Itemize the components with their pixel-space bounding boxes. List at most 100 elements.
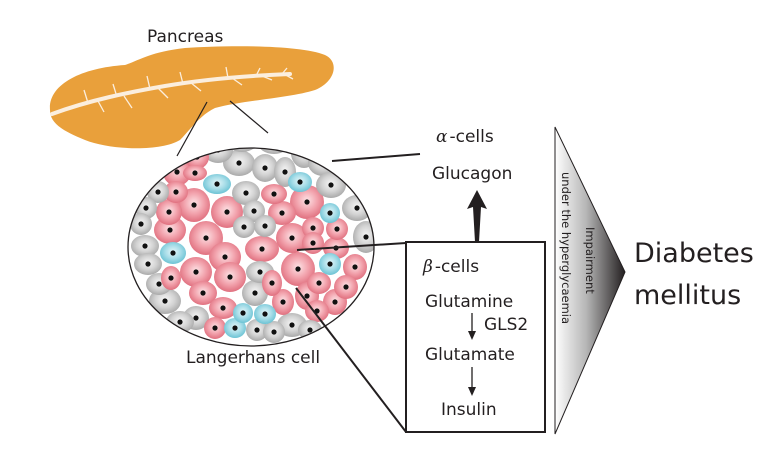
cell-body (308, 150, 338, 176)
cell-nucleus (262, 223, 268, 229)
cell-nucleus (252, 290, 258, 296)
beta-cell (276, 223, 308, 253)
alpha-cell (342, 195, 372, 221)
cell-nucleus (332, 299, 338, 305)
cell-nucleus (192, 170, 198, 176)
alpha-cell (316, 172, 346, 198)
pancreas-label: Pancreas (147, 27, 224, 47)
cell-nucleus (304, 199, 310, 205)
duct-branch (283, 73, 294, 80)
duct-branch (146, 75, 151, 90)
beta-pointer-bottom (295, 287, 407, 433)
cell-nucleus (254, 327, 260, 333)
cell-nucleus (262, 311, 268, 317)
cell-nucleus (155, 189, 161, 195)
cell-nucleus (143, 205, 149, 211)
alpha-cell (258, 140, 290, 154)
duct-branches (83, 66, 294, 113)
arrow-down-icon (468, 313, 476, 340)
cell-nucleus (297, 179, 303, 185)
outcome-mellitus: mellitus (634, 280, 741, 311)
cell-nucleus (156, 281, 162, 287)
cell-nucleus (166, 209, 172, 215)
cell-nucleus (271, 140, 276, 145)
duct-branch (97, 100, 105, 113)
alpha-cell (252, 154, 278, 182)
alpha-cell (130, 213, 152, 235)
beta-suffix: -cells (435, 257, 479, 277)
beta-cell (307, 272, 331, 294)
cell-nucleus (301, 150, 307, 156)
beta-cell (272, 289, 294, 315)
beta-symbol: β (422, 257, 433, 277)
duct-branch (157, 87, 169, 99)
cell-nucleus (310, 225, 316, 231)
glucagon-label: Glucagon (432, 164, 512, 184)
beta-cells-label: β-cells (422, 257, 479, 277)
duct-branch (123, 95, 133, 109)
beta-cell (302, 232, 324, 254)
alpha-cell (233, 216, 255, 238)
cell-nucleus (289, 322, 295, 328)
delta-cell (160, 242, 186, 264)
cell-nucleus (138, 221, 144, 227)
beta-cell (161, 266, 181, 290)
cell-nucleus (259, 246, 265, 252)
beta-cell (245, 236, 279, 262)
beta-cell (214, 262, 246, 292)
cell-nucleus (220, 305, 226, 311)
cell-nucleus (170, 250, 176, 256)
beta-cell (261, 184, 287, 204)
beta-cell (343, 254, 367, 280)
cell-nucleus (295, 266, 301, 272)
duct-branch (179, 71, 184, 85)
alpha-cell (353, 221, 374, 253)
duct-branch (281, 67, 288, 75)
cell-nucleus (232, 325, 238, 331)
cell-nucleus (262, 165, 268, 171)
islet-outline (127, 147, 375, 347)
beta-box-frame (405, 241, 546, 433)
delta-cell (319, 253, 341, 275)
cell-nucleus (327, 210, 333, 216)
cell-nucleus (173, 189, 179, 195)
alpha-cell (254, 215, 276, 237)
cell-nucleus (320, 160, 326, 166)
duct-branch (231, 77, 243, 86)
cell-nucleus (193, 269, 199, 275)
cell-nucleus (239, 138, 244, 143)
beta-cell (189, 281, 217, 305)
pathway-insulin: Insulin (441, 400, 497, 420)
pathway-glutamine: Glutamine (425, 292, 513, 312)
cell-nucleus (251, 208, 257, 214)
cell-nucleus (224, 209, 230, 215)
pathway-glutamate: Glutamate (425, 345, 515, 365)
cell-nucleus (177, 319, 183, 325)
islet-of-langerhans (127, 138, 375, 347)
beta-cell (164, 181, 188, 203)
arrow-down-icon (468, 367, 476, 396)
cell-nucleus (282, 169, 288, 175)
cell-nucleus (280, 299, 286, 305)
cell-nucleus (328, 182, 334, 188)
beta-cell (204, 317, 226, 339)
zoom-line-right (229, 100, 269, 134)
cell-nucleus (327, 261, 333, 267)
cell-nucleus (227, 274, 233, 280)
cell-nucleus (191, 202, 197, 208)
beta-cell (334, 275, 358, 299)
cell-nucleus (168, 275, 174, 281)
delta-cell (288, 172, 312, 192)
cell-nucleus (304, 293, 310, 299)
zoom-line-left (176, 101, 208, 157)
outcome-diabetes: Diabetes (634, 238, 754, 269)
beta-cells-box: β-cells Glutamine GLS2 Glutamate Insulin (405, 241, 546, 433)
cell-nucleus (200, 290, 206, 296)
alpha-cell (263, 321, 285, 343)
delta-cell (320, 203, 340, 223)
alpha-cell (232, 181, 260, 205)
triangle-shape (554, 126, 626, 435)
cell-nucleus (343, 284, 349, 290)
cell-nucleus (279, 210, 285, 216)
